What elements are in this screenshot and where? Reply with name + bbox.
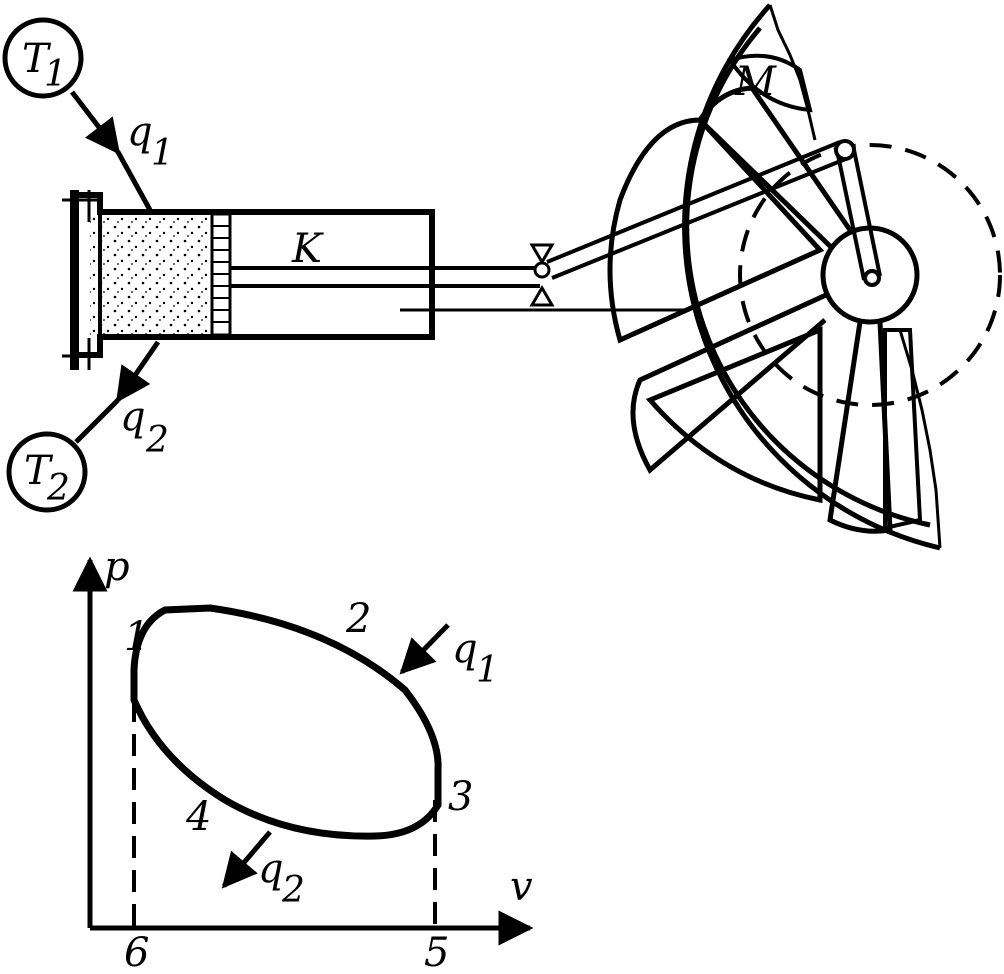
t2-subscript: 2 bbox=[46, 468, 70, 509]
t2-label: T bbox=[24, 448, 54, 494]
point-5-label: 5 bbox=[424, 930, 449, 974]
cylinder bbox=[62, 190, 435, 370]
q2-outflow-arrow bbox=[115, 340, 161, 403]
cycle-loop bbox=[130, 604, 442, 840]
point-3-label: 3 bbox=[448, 774, 473, 820]
v-axis-label: v bbox=[510, 864, 533, 910]
q2-pv-label: q bbox=[258, 846, 284, 892]
q1-inflow-line bbox=[115, 150, 153, 212]
q2-outflow-line bbox=[74, 398, 120, 444]
crosshead bbox=[529, 243, 555, 307]
crank-arm bbox=[836, 149, 882, 287]
q2-pv-subscript: 2 bbox=[281, 870, 305, 911]
piston bbox=[210, 212, 232, 337]
q1-pv-label: q bbox=[452, 626, 478, 672]
connecting-rod bbox=[546, 139, 856, 280]
q1-pv-subscript: 1 bbox=[476, 650, 499, 691]
q1-top-label: q bbox=[127, 109, 153, 155]
q1-inflow-arrow bbox=[70, 90, 121, 155]
cold-reservoir-t2: T 2 bbox=[6, 431, 88, 513]
point-6-label: 6 bbox=[124, 930, 149, 974]
point-1-label: 1 bbox=[124, 614, 149, 660]
crank-path bbox=[738, 143, 1002, 407]
hot-reservoir-t1: T 1 bbox=[2, 17, 84, 99]
point-4-label: 4 bbox=[185, 794, 211, 840]
pv-diagram: p v 1 2 3 4 5 6 q 1 q 2 bbox=[72, 544, 534, 974]
piston-rod-k: K bbox=[230, 226, 540, 288]
t1-label: T bbox=[22, 36, 52, 82]
t1-subscript: 1 bbox=[44, 54, 67, 95]
q1-top-subscript: 1 bbox=[151, 133, 174, 174]
q2-top-subscript: 2 bbox=[145, 420, 169, 461]
flywheel-label: M bbox=[734, 59, 777, 105]
point-2-label: 2 bbox=[345, 596, 371, 642]
working-gas bbox=[90, 212, 212, 337]
q2-top-label: q bbox=[120, 394, 146, 440]
piston-rod-label: K bbox=[291, 226, 324, 272]
flywheel-m: M bbox=[607, 3, 942, 551]
p-axis-label: p bbox=[104, 544, 130, 590]
q2-pv-arrow bbox=[221, 830, 272, 889]
q1-pv-arrow bbox=[399, 623, 450, 675]
